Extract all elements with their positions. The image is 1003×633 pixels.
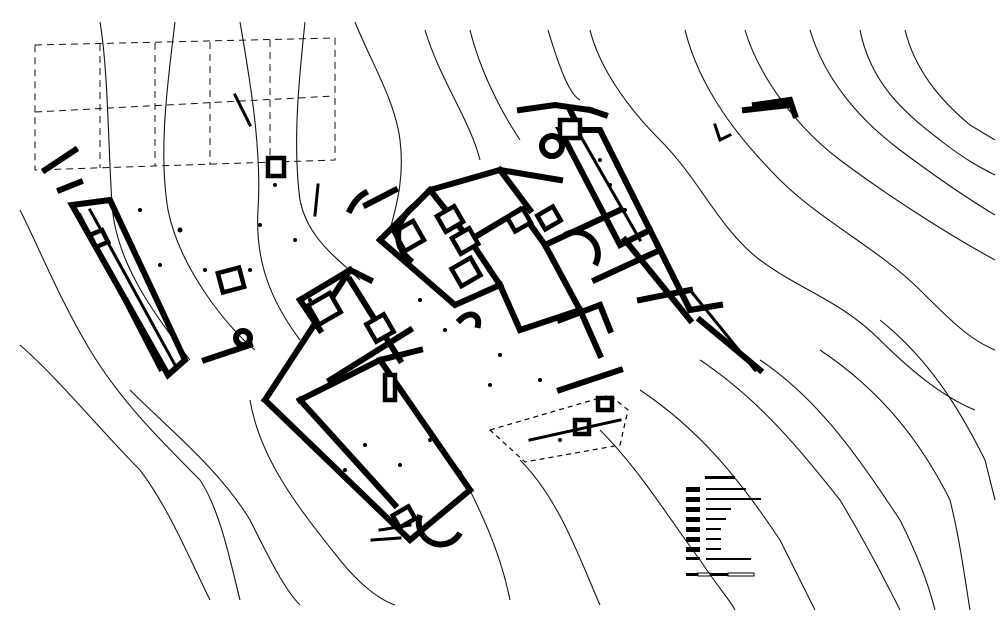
contour-line <box>296 21 361 281</box>
north-east-building <box>516 96 799 375</box>
contour-line <box>599 429 736 611</box>
contour-line <box>469 29 521 141</box>
contour-line <box>699 359 901 611</box>
contour-line <box>684 29 996 351</box>
legend-swatch <box>686 497 700 502</box>
contour-line <box>19 209 241 601</box>
contour-line <box>129 389 301 606</box>
legend-swatch <box>686 517 700 522</box>
contour-line <box>163 21 256 351</box>
scale-bar <box>686 572 755 577</box>
west-long-building <box>40 145 254 380</box>
legend-swatch <box>686 547 700 552</box>
contour-line <box>19 344 211 601</box>
legend-swatch <box>686 527 700 532</box>
north-features <box>215 92 400 296</box>
legend-swatch <box>686 487 700 492</box>
bath-complex <box>375 165 695 359</box>
contour-lines <box>19 21 996 611</box>
column-bases <box>138 158 627 472</box>
legend-swatch <box>686 557 700 560</box>
legend-title-bar <box>705 476 735 479</box>
contour-line <box>547 29 581 101</box>
legend-swatch <box>686 507 700 512</box>
central-peristyle-building <box>260 265 475 548</box>
contour-line <box>744 29 996 261</box>
contour-line <box>759 359 936 611</box>
south-dashed-structure <box>488 366 629 463</box>
contour-line <box>424 29 481 161</box>
contour-line <box>879 319 996 501</box>
survey-grid <box>34 37 336 171</box>
contour-line <box>904 29 996 141</box>
contour-line <box>354 21 402 231</box>
contour-line <box>589 29 976 411</box>
contour-line <box>519 459 601 606</box>
contour-line <box>859 29 996 176</box>
legend-swatch <box>686 537 700 542</box>
legend <box>686 476 761 560</box>
contour-line <box>639 389 816 611</box>
contour-line <box>239 21 301 341</box>
contour-line <box>819 349 971 611</box>
contour-line <box>809 29 996 216</box>
contour-line <box>249 399 396 606</box>
